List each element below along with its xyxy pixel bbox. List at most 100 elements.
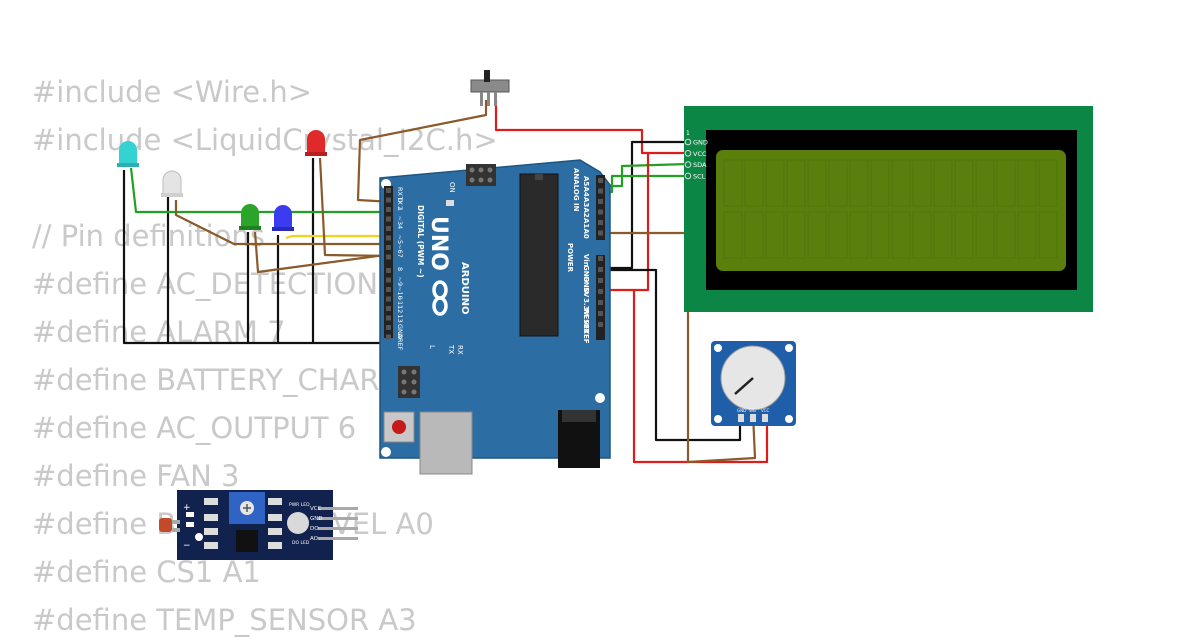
digital-pin-hole[interactable]	[386, 334, 391, 340]
ldr-do-led-label: DO LED	[292, 540, 310, 546]
power-pin-hole[interactable]	[598, 300, 603, 305]
lcd-character-cell	[849, 211, 869, 259]
wire-gnd-bus	[122, 170, 392, 345]
lcd-character-cell	[912, 159, 932, 207]
lcd-character-cell	[807, 211, 827, 259]
analog-pin-label: A3	[582, 197, 590, 207]
digital-pin-hole[interactable]	[386, 254, 391, 260]
digital-pin-hole[interactable]	[386, 306, 391, 311]
digital-pin-hole[interactable]	[386, 216, 391, 222]
digital-pin-label: 7	[396, 254, 404, 258]
pot-pin[interactable]	[762, 414, 768, 422]
slide-switch[interactable]	[470, 70, 510, 106]
digital-pin-hole[interactable]	[386, 245, 391, 250]
led-cyan[interactable]	[117, 141, 139, 167]
lcd-pin-hole[interactable]	[684, 161, 692, 168]
lcd-character-cell	[723, 159, 743, 207]
power-pin-hole[interactable]	[598, 278, 603, 283]
lcd-character-cell	[849, 159, 869, 207]
digital-pin-hole[interactable]	[386, 235, 391, 241]
power-pin-hole[interactable]	[598, 256, 603, 261]
lcd-pin-hole[interactable]	[684, 138, 692, 146]
led-red[interactable]	[305, 130, 327, 156]
digital-pin-hole[interactable]	[386, 226, 391, 231]
digital-pin-hole[interactable]	[386, 315, 391, 321]
pot-pin[interactable]	[738, 414, 744, 422]
lcd-character-cell	[933, 159, 953, 207]
power-pin-hole[interactable]	[598, 267, 603, 272]
lcd-pin-label: VCC	[693, 150, 707, 158]
digital-pin-hole[interactable]	[386, 268, 391, 273]
lcd-character-cell	[975, 211, 995, 259]
lcd-character-cell	[723, 211, 743, 259]
digital-pin-hole[interactable]	[386, 287, 391, 292]
lcd-character-cell	[807, 159, 827, 207]
code-background: #include <Wire.h>#include <LiquidCrystal…	[32, 68, 498, 644]
code-line: #include <LiquidCrystal_I2C.h>	[32, 123, 498, 157]
ldr-pwr-led-label: PWR LED	[289, 502, 310, 508]
analog-pin-hole[interactable]	[598, 199, 603, 204]
power-pin-label: GND	[582, 265, 590, 283]
digital-pin-hole[interactable]	[386, 197, 391, 203]
digital-pin-label: ~11	[396, 296, 404, 310]
icsp-header-bottom	[398, 366, 420, 398]
ldr-module-pin[interactable]	[318, 507, 358, 510]
reset-button[interactable]	[383, 411, 415, 443]
ldr-module-pin[interactable]	[318, 537, 358, 540]
ldr-module-pin[interactable]	[318, 527, 358, 530]
digital-pin-hole[interactable]	[386, 277, 391, 283]
power-header	[596, 255, 605, 340]
lcd-character-cell	[1017, 159, 1037, 207]
lcd-character-cell	[786, 159, 806, 207]
led-white[interactable]	[161, 170, 183, 197]
pot-pin[interactable]	[750, 414, 756, 422]
digital-header-label: DIGITAL (PWM ~)	[416, 205, 425, 278]
power-pin-label: RESET	[582, 309, 590, 334]
ldr-photoresistor	[159, 518, 172, 532]
analog-header-label: ANALOG IN	[572, 168, 580, 212]
lcd-character-cell	[786, 211, 806, 259]
ldr-module-pin[interactable]	[318, 517, 358, 520]
analog-pin-hole[interactable]	[598, 220, 603, 225]
digital-pin-hole[interactable]	[386, 188, 391, 193]
lcd-pin-label: SCL	[693, 172, 706, 180]
pot-pin-label: SIG	[749, 408, 756, 413]
pot-pin-label: VCC	[761, 408, 770, 413]
power-pin-label: IOREF	[582, 320, 590, 344]
usb-port	[419, 411, 473, 475]
digital-pin-hole[interactable]	[386, 296, 391, 302]
digital-header	[384, 186, 393, 338]
lcd-character-cell	[1038, 211, 1058, 259]
analog-pin-hole[interactable]	[598, 188, 603, 194]
lcd-screen	[716, 150, 1066, 271]
uno-label: UNO	[426, 216, 451, 271]
led-blue[interactable]	[272, 205, 294, 231]
power-pin-hole[interactable]	[598, 289, 603, 294]
digital-pin-hole[interactable]	[386, 325, 391, 330]
ldr-pin-label: DO	[310, 526, 319, 532]
code-line: #define FAN 3	[32, 459, 240, 493]
lcd-pin-hole[interactable]	[684, 172, 692, 180]
power-pin-hole[interactable]	[598, 311, 603, 316]
lcd-pin-label: SDA	[693, 161, 707, 169]
digital-pin-hole[interactable]	[386, 207, 391, 212]
wire-red-switch-lcd	[494, 100, 688, 155]
on-label: ON	[448, 182, 456, 193]
analog-pin-hole[interactable]	[598, 178, 603, 183]
lcd-pin-hole[interactable]	[684, 150, 692, 157]
power-pin-hole[interactable]	[598, 322, 603, 327]
wire-red-5v	[603, 288, 769, 464]
led-green[interactable]	[239, 204, 261, 230]
wire-brown-red-led	[318, 157, 393, 258]
analog-pin-hole[interactable]	[598, 230, 603, 236]
analog-pin-hole[interactable]	[598, 209, 603, 215]
digital-pin-label: ~10	[396, 286, 404, 300]
wire-black-lcd-gnd	[603, 140, 688, 270]
pot-pin-label: GND	[737, 408, 746, 413]
board-led-label: L	[428, 345, 436, 349]
code-line: #define CS1 A1	[32, 555, 261, 589]
